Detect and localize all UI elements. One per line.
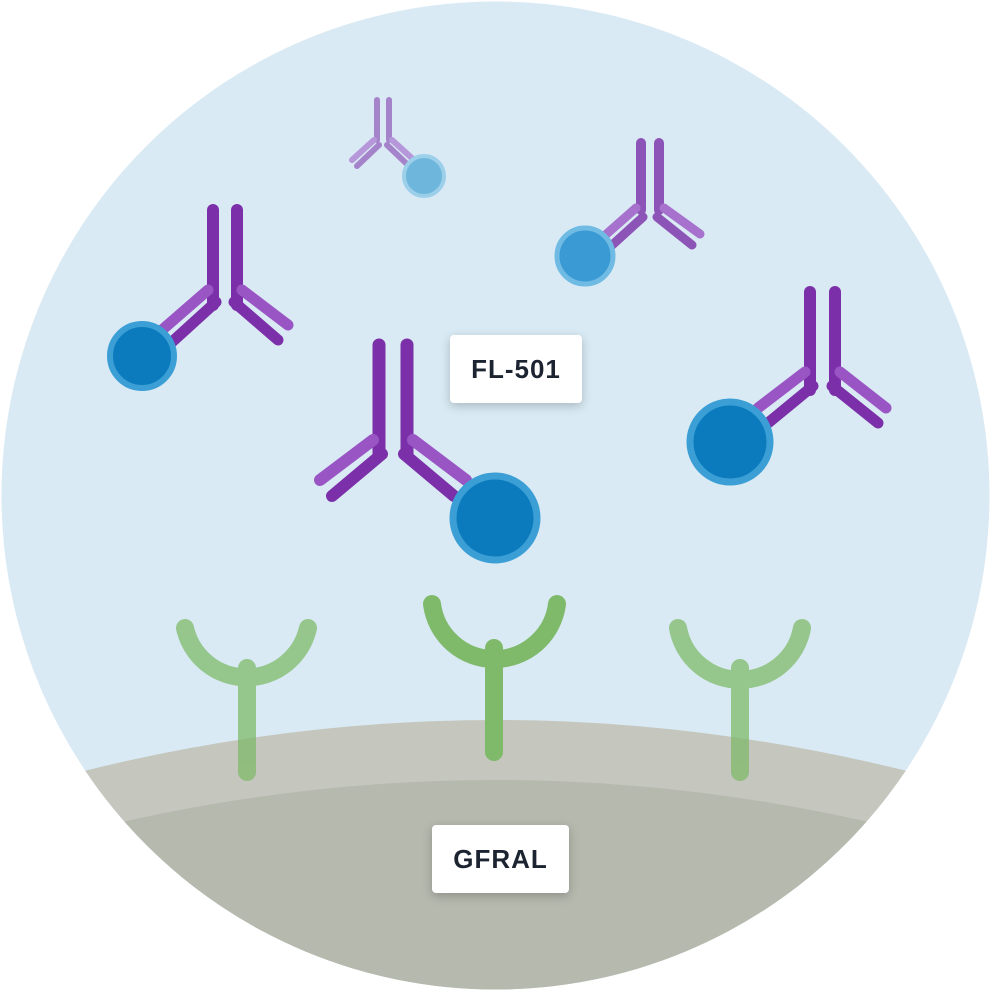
drug-label: FL-501 (450, 335, 582, 403)
antibody-icon-center (314, 338, 472, 502)
payload-sphere-icon-small (402, 154, 446, 198)
payload-sphere-icon-right (686, 398, 774, 486)
receptor-icon-right (669, 619, 811, 781)
receptor-icon-center (423, 595, 566, 761)
receptor-label-text: GFRAL (453, 843, 548, 874)
antibody-icon-left (156, 204, 294, 348)
payload-sphere-icon-left (107, 321, 177, 391)
receptor-label: GFRAL (432, 825, 569, 893)
antibody-icon-small (349, 97, 417, 169)
antibody-icon-right (752, 286, 892, 429)
drug-label-text: FL-501 (471, 353, 561, 384)
receptor-icon-left (176, 619, 317, 781)
payload-sphere-icon-top-right (554, 225, 616, 287)
payload-sphere-icon-center (449, 472, 541, 564)
antibody-icon-top-right (597, 138, 705, 252)
